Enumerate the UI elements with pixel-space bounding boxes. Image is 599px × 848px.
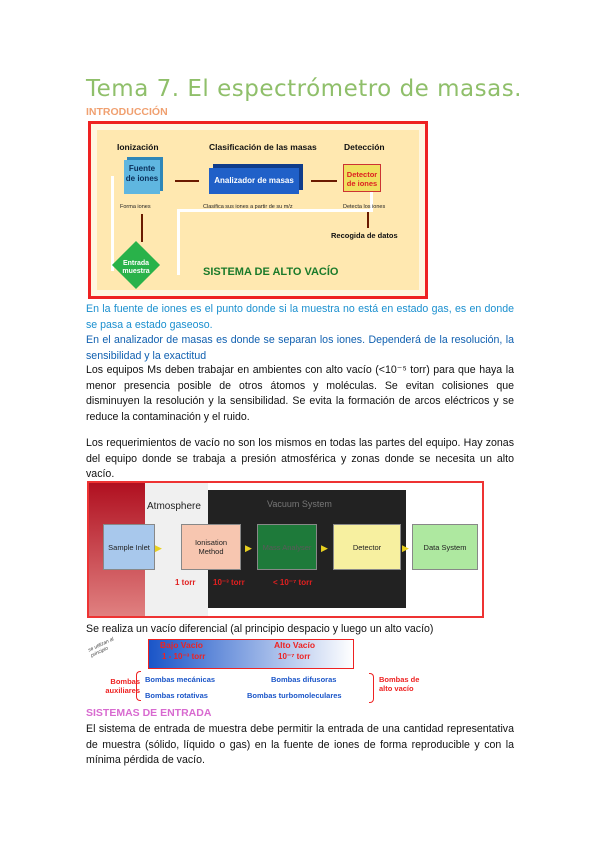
pressure-1: 1 torr (175, 578, 196, 587)
vacuum-pipe (177, 209, 370, 212)
label-deteccion: Detección (344, 142, 385, 152)
sistemas-heading: SISTEMAS DE ENTRADA (86, 707, 212, 719)
pressure-3: < 10⁻⁷ torr (273, 578, 313, 587)
atmosphere-label: Atmosphere (147, 501, 201, 512)
page-title: Tema 7. El espectrómetro de masas. (86, 76, 522, 102)
bracket-right (369, 673, 374, 703)
bombas-mecanicas: Bombas mecánicas (145, 675, 216, 684)
vacuum-pipe (370, 176, 373, 212)
arrow: ▶ (155, 543, 162, 553)
bombas-difusoras: Bombas difusoras (271, 675, 337, 684)
bajo-vacio-label: Bajo Vacío (160, 640, 203, 650)
bombas-rotativas: Bombas rotativas (145, 691, 208, 700)
analizador-de-masas-box: Analizador de masas (209, 168, 299, 194)
ms-block-diagram: Ionización Clasificación de las masas De… (88, 121, 428, 299)
vacuum-label: Vacuum System (267, 499, 332, 509)
ionisation-box: Ionisation Method (181, 524, 241, 570)
arrow: ▶ (402, 543, 409, 553)
bombas-turbomoleculares: Bombas turbomoleculares (247, 691, 342, 700)
fuente-de-iones-box: Fuente de iones (124, 160, 160, 194)
alto-vacio-label: Alto Vacío (274, 640, 316, 650)
data-system-box: Data System (412, 524, 478, 570)
vacuum-pipe (111, 176, 114, 271)
vacuum-pumps-diagram: se utilizan al principio Bajo Vacío 1 - … (87, 636, 433, 707)
paragraph-analizador: En el analizador de masas es donde se se… (86, 334, 514, 362)
label-ionizacion: Ionización (117, 142, 159, 152)
mass-analyser-box: Mass Analyser (257, 524, 317, 570)
vacuum-gradient-bar (148, 639, 354, 669)
intro-heading: INTRODUCCIÓN (86, 106, 168, 118)
vacuum-pipe (177, 209, 180, 275)
sample-inlet-box: Sample Inlet (103, 524, 155, 570)
entrada-muestra-label: Entrada muestra (122, 260, 150, 275)
arrow (311, 180, 337, 182)
detector-de-iones-box: Detector de iones (343, 164, 381, 192)
recogida-datos-label: Recogida de datos (331, 231, 398, 240)
bombas-alto-vacio-label: Bombas de alto vacío (379, 675, 420, 693)
detector-box: Detector (333, 524, 401, 570)
arrow (175, 180, 199, 182)
bombas-auxiliares-label: Bombas auxiliares (105, 677, 140, 695)
forma-iones-text: Forma iones (120, 204, 151, 210)
clasifica-text: Clasifica sus iones a partir de su m/z (203, 204, 293, 210)
paragraph-sistemas-entrada: El sistema de entrada de muestra debe pe… (86, 723, 514, 767)
paragraph-vacio-diferencial: Se realiza un vacío diferencial (al prin… (86, 623, 434, 635)
bajo-vacio-torr: 1 - 10⁻³ torr (162, 652, 206, 661)
detecta-text: Detecta los iones (343, 204, 386, 210)
arrow (367, 212, 369, 228)
sistema-alto-vacio-label: SISTEMA DE ALTO VACÍO (203, 266, 339, 278)
paragraph-vacio: Los equipos Ms deben trabajar en ambient… (86, 364, 514, 423)
bracket-left (136, 671, 141, 701)
arrow: ▶ (245, 543, 252, 553)
arrow: ▶ (321, 543, 328, 553)
label-clasificacion: Clasificación de las masas (209, 142, 317, 152)
paragraph-requerimientos: Los requerimientos de vacío no son los m… (86, 437, 514, 481)
paragraph-fuente: En la fuente de iones es el punto donde … (86, 303, 514, 331)
pressure-2: 10⁻³ torr (213, 578, 245, 587)
arrow (141, 214, 143, 242)
alto-vacio-torr: 10⁻⁷ torr (278, 652, 311, 661)
vacuum-diagram: Atmosphere Vacuum System Sample Inlet Io… (87, 481, 484, 618)
